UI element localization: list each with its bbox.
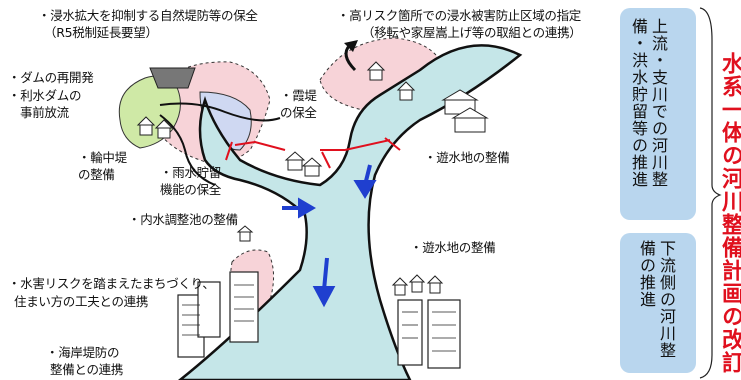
label-high-risk-area: ・高リスク箇所での浸水被害防止区域の指定 <box>337 8 581 24</box>
label-relocation: （移転や家屋嵩上げ等の取組との連携） <box>362 25 581 41</box>
lower-panel-text: 下流側の河川整備の推進 <box>636 240 676 370</box>
label-preserve-natural-levee: ・浸水拡大を抑制する自然堤防等の保全 <box>38 8 258 24</box>
label-dam-preflood-2: 事前放流 <box>20 105 69 121</box>
label-coastal-2: 整備との連携 <box>50 362 123 378</box>
label-rain-storage-2: 機能の保全 <box>160 182 221 198</box>
bracket <box>700 8 720 378</box>
label-open-levee-2: の保全 <box>280 105 317 121</box>
label-ring-levee-1: ・輪中堤 <box>78 150 127 166</box>
label-dam-preflood-1: ・利水ダムの <box>8 88 81 104</box>
label-ring-levee-2: の整備 <box>78 167 115 183</box>
label-inland-pond: ・内水調整池の整備 <box>128 212 238 228</box>
dam-body <box>150 68 195 88</box>
label-rain-storage-1: ・雨水貯留 <box>160 165 221 181</box>
label-retention-lower: ・遊水地の整備 <box>410 240 495 256</box>
label-tax-extension: （R5税制延長要望） <box>44 25 158 41</box>
label-retention-upper: ・遊水地の整備 <box>424 150 509 166</box>
upper-panel-text: 上流・支川での河川整備・洪水貯留等の推進 <box>628 18 668 218</box>
label-coastal-1: ・海岸堤防の <box>46 345 119 361</box>
label-open-levee-1: ・霞堤 <box>280 88 317 104</box>
label-town-planning-1: ・水害リスクを踏まえたまちづくり、 <box>8 276 215 292</box>
label-dam-redevelop: ・ダムの再開発 <box>8 70 93 86</box>
label-town-planning-2: 住まい方の工夫との連携 <box>14 294 148 310</box>
main-title: 水系一体の河川整備計画の改訂 <box>718 52 741 378</box>
